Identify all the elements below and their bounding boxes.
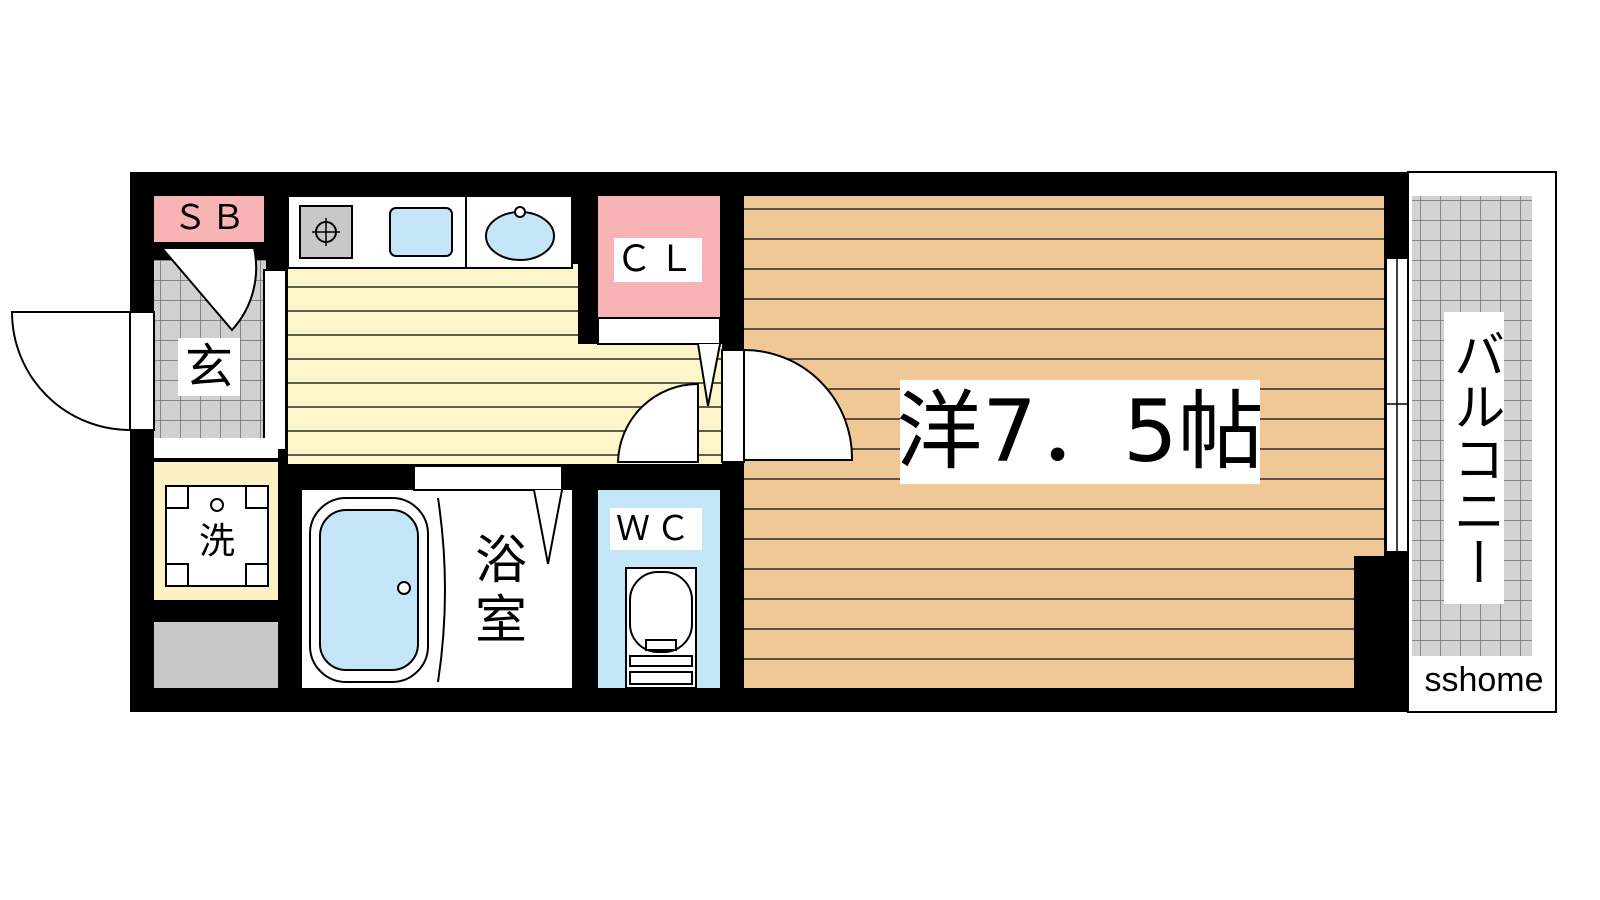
bath-partition bbox=[437, 497, 446, 683]
watermark-text: sshome bbox=[1418, 660, 1550, 700]
bath-door bbox=[413, 465, 563, 491]
washer-corner bbox=[245, 485, 269, 509]
room-label-wc: ＷＣ bbox=[610, 508, 702, 550]
room-label-wash: 洗 bbox=[194, 520, 240, 564]
room-label-cl: ＣＬ bbox=[614, 238, 702, 282]
washer-corner bbox=[245, 563, 269, 587]
kitchen-floor bbox=[288, 264, 578, 464]
room-label-sb: ＳＢ bbox=[173, 198, 249, 238]
bathtub-drain-icon bbox=[397, 581, 411, 595]
genkan-step bbox=[263, 269, 287, 451]
western-door-opening bbox=[721, 349, 745, 463]
utility-block bbox=[154, 622, 278, 688]
entrance-door-swing bbox=[10, 311, 131, 432]
room-label-genkan: 玄 bbox=[178, 338, 240, 396]
corridor-door-fold bbox=[697, 343, 721, 407]
wc-door-swing bbox=[616, 382, 699, 463]
sb-door-swing bbox=[159, 247, 258, 332]
room-label-bath: 浴 室 bbox=[468, 530, 534, 654]
bath-door-fold bbox=[533, 489, 563, 565]
entrance-door-opening bbox=[129, 311, 155, 431]
shoe-box bbox=[154, 196, 264, 242]
room-label-western: 洋7．5帖 bbox=[896, 380, 1264, 484]
bathtub-basin bbox=[319, 509, 419, 671]
toilet-bowl bbox=[629, 571, 693, 653]
wash-basin bbox=[485, 211, 555, 261]
washer-corner bbox=[165, 563, 189, 587]
closet-door bbox=[597, 317, 721, 345]
western-pillar bbox=[1354, 556, 1408, 692]
washer-corner bbox=[165, 485, 189, 509]
room-label-balcony: バルコニー bbox=[1444, 312, 1504, 604]
western-door-swing bbox=[743, 348, 854, 461]
genkan-threshold bbox=[154, 438, 278, 458]
kitchen-sink bbox=[389, 207, 453, 257]
washer-drain-icon bbox=[210, 498, 224, 512]
